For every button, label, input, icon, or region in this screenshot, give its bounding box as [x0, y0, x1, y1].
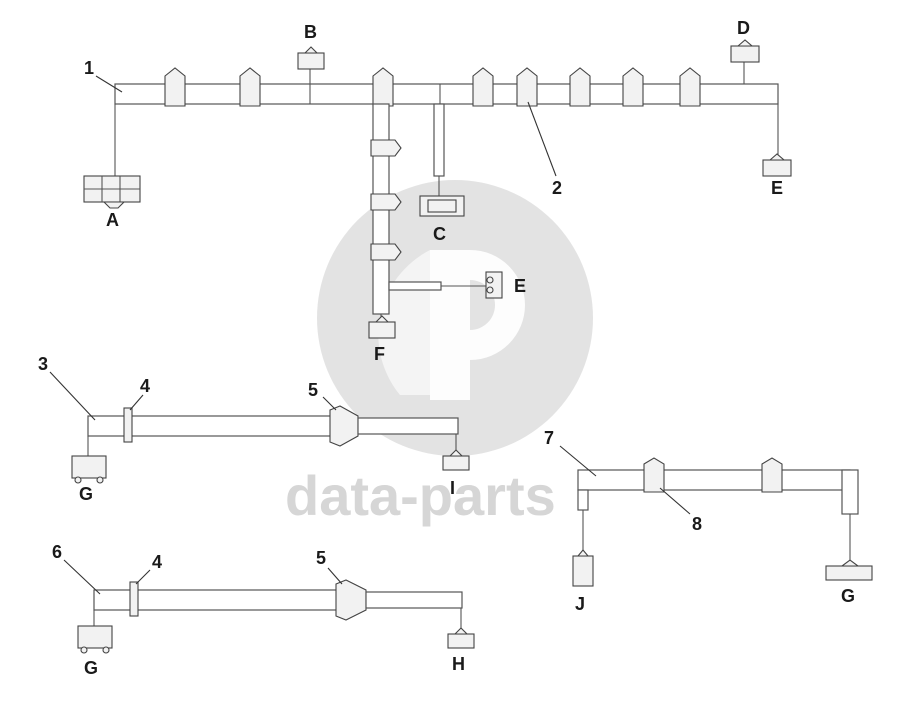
label-8: 8 — [692, 514, 702, 534]
connector-G-2 — [77, 625, 113, 654]
label-C: C — [433, 224, 446, 244]
label-5a: 5 — [308, 380, 318, 400]
connector-E-top — [762, 153, 792, 177]
label-6: 6 — [52, 542, 62, 562]
connector-H — [447, 627, 475, 649]
label-1: 1 — [84, 58, 94, 78]
connector-D — [730, 39, 760, 63]
connector-G-1 — [71, 455, 107, 484]
label-3: 3 — [38, 354, 48, 374]
label-B: B — [304, 22, 317, 42]
connector-A — [83, 175, 141, 209]
label-4a: 4 — [140, 376, 150, 396]
connector-I — [442, 449, 470, 471]
label-J: J — [575, 594, 585, 614]
harness-3 — [49, 371, 470, 484]
connector-E-mid — [485, 271, 503, 299]
connector-B — [297, 46, 325, 70]
connector-C — [419, 195, 465, 217]
connector-F — [368, 315, 396, 339]
callout-labels: 1 2 3 4 5 6 4 5 7 8 A B C D E E F G I G … — [38, 18, 855, 678]
label-I: I — [450, 478, 455, 498]
label-G-2: G — [84, 658, 98, 678]
harness-6 — [63, 559, 475, 654]
label-2: 2 — [552, 178, 562, 198]
harness-7 — [559, 445, 873, 587]
connector-J — [572, 549, 594, 587]
label-4b: 4 — [152, 552, 162, 572]
label-E-top: E — [771, 178, 783, 198]
label-E-mid: E — [514, 276, 526, 296]
label-F: F — [374, 344, 385, 364]
label-7: 7 — [544, 428, 554, 448]
harness-1 — [83, 39, 792, 339]
watermark-logo — [317, 180, 593, 456]
connector-G-3 — [825, 559, 873, 581]
label-D: D — [737, 18, 750, 38]
label-A: A — [106, 210, 119, 230]
vertical-clips — [370, 139, 402, 261]
trunk-clips — [164, 67, 701, 107]
label-5b: 5 — [316, 548, 326, 568]
label-G-1: G — [79, 484, 93, 504]
harness-7-clips — [643, 457, 783, 493]
label-H: H — [452, 654, 465, 674]
watermark-text: data-parts — [285, 464, 556, 527]
label-G-3: G — [841, 586, 855, 606]
